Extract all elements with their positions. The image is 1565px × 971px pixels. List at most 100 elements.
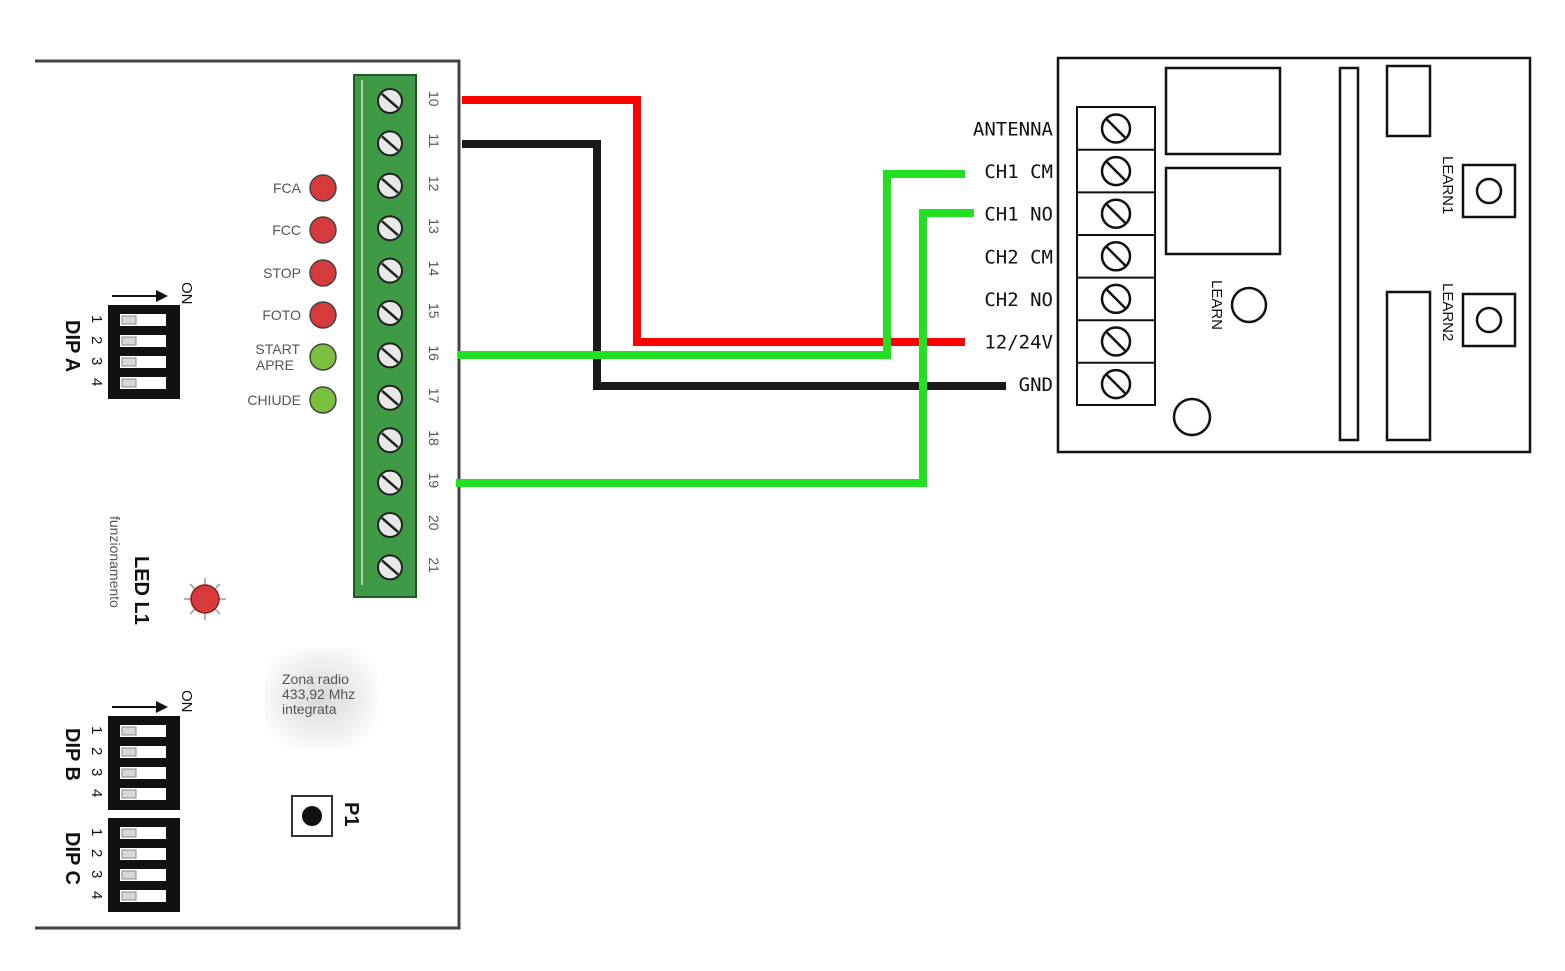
dip-b-label: DIP B: [61, 728, 83, 781]
wire-red: [462, 96, 965, 346]
receiver-terminal-label: CH2 CM: [984, 246, 1053, 268]
status-led-light: [309, 343, 337, 371]
dip-switch-lever[interactable]: [120, 869, 166, 881]
terminal-screw-21: [377, 554, 403, 581]
status-led-light: [309, 259, 337, 287]
led-l1-light: [190, 584, 220, 614]
terminal-number-14: 14: [426, 261, 442, 277]
status-led: CHIUDE: [247, 386, 337, 414]
status-led-light: [309, 386, 337, 414]
dip-switch-lever[interactable]: [120, 725, 166, 737]
terminal-number-19: 19: [426, 473, 442, 489]
button-p1-knob: [302, 806, 322, 826]
status-led: FOTO: [262, 301, 337, 329]
status-led-label: FOTO: [262, 307, 301, 323]
receiver-screw: [1077, 276, 1155, 315]
radio-zone-line1: Zona radio: [282, 671, 349, 687]
status-led: FCA: [273, 174, 337, 202]
learn-label: LEARN: [1208, 280, 1225, 330]
dip-switch-lever[interactable]: [120, 788, 166, 800]
wire-black: [462, 140, 1006, 390]
dip-number: 1: [88, 315, 105, 323]
dip-number: 1: [88, 726, 105, 734]
wire-green-ch1-no: [456, 209, 974, 487]
learn1-button[interactable]: [1461, 163, 1517, 219]
dip-number: 2: [88, 849, 105, 857]
terminal-number-16: 16: [426, 345, 442, 361]
receiver-screws: [1077, 113, 1155, 400]
dip-switch-lever[interactable]: [120, 827, 166, 839]
terminal-block: [353, 74, 417, 598]
status-led-label: FCC: [272, 222, 301, 238]
dip-switch-lever[interactable]: [120, 746, 166, 758]
dip-b-on-label: ON: [178, 690, 195, 713]
terminal-screw-17: [377, 384, 403, 411]
dip-switch-lever[interactable]: [120, 890, 166, 902]
button-p1[interactable]: P1: [291, 795, 362, 837]
terminal-number-10: 10: [426, 91, 442, 107]
status-led-light: [309, 174, 337, 202]
learn-led: [1230, 286, 1268, 324]
learn1-label: LEARN1: [1439, 156, 1456, 214]
receiver-terminal-label: 12/24V: [984, 332, 1053, 354]
dip-number: 1: [88, 828, 105, 836]
receiver-terminal-label: GND: [1019, 374, 1053, 396]
wire-green-ch1-cm: [458, 170, 965, 359]
terminal-screw-11: [377, 130, 403, 157]
receiver-screw: [1077, 191, 1155, 229]
radio-zone-area: [265, 648, 377, 748]
status-led-light: [309, 301, 337, 329]
terminal-screw-20: [377, 512, 403, 538]
status-led-label: CHIUDE: [247, 392, 301, 408]
dip-number: 2: [88, 747, 105, 755]
arrow-right-icon: [156, 701, 168, 713]
dip-switch-lever[interactable]: [120, 848, 166, 860]
dip-b-switches: [120, 725, 166, 800]
status-led: FCC: [272, 216, 337, 244]
receiver-terminal-label: CH2 NO: [984, 289, 1053, 311]
dip-switch-lever[interactable]: [120, 314, 166, 326]
dip-switch-lever[interactable]: [120, 335, 166, 347]
receiver-screw: [1100, 113, 1132, 144]
terminal-number-17: 17: [426, 388, 442, 404]
led-l1: LED L1 funzionamento: [107, 516, 226, 625]
dip-number: 4: [88, 891, 105, 899]
terminal-screw-16: [377, 342, 403, 369]
terminal-number-20: 20: [426, 515, 442, 531]
terminal-number-11: 11: [426, 133, 442, 148]
terminal-screw-13: [377, 215, 403, 242]
terminal-screw-14: [377, 257, 403, 284]
dip-number: 3: [88, 768, 105, 776]
receiver-screw: [1077, 319, 1155, 357]
terminal-number-12: 12: [426, 176, 442, 192]
dip-switch-lever[interactable]: [120, 767, 166, 779]
dip-c-switches: [120, 827, 166, 902]
receiver-hole: [1172, 397, 1212, 437]
receiver-terminal-label: ANTENNA: [973, 119, 1054, 141]
learn2-button[interactable]: [1461, 292, 1517, 348]
dip-a-on-label: ON: [178, 282, 195, 305]
receiver-terminal-label: CH1 NO: [984, 204, 1053, 226]
dip-c-label: DIP C: [61, 832, 83, 885]
terminal-screw-19: [377, 469, 403, 496]
radio-zone-line2: 433,92 Mhz: [282, 686, 355, 702]
terminal-number-21: 21: [426, 557, 442, 573]
radio-zone-line3: integrata: [282, 701, 337, 717]
dip-switch-lever[interactable]: [120, 377, 166, 389]
dip-a-label: DIP A: [61, 320, 83, 372]
terminal-number-18: 18: [426, 430, 442, 446]
terminal-screw-18: [377, 427, 403, 454]
dip-number: 2: [88, 336, 105, 344]
receiver-screw: [1077, 361, 1155, 400]
dip-switch-lever[interactable]: [120, 356, 166, 368]
